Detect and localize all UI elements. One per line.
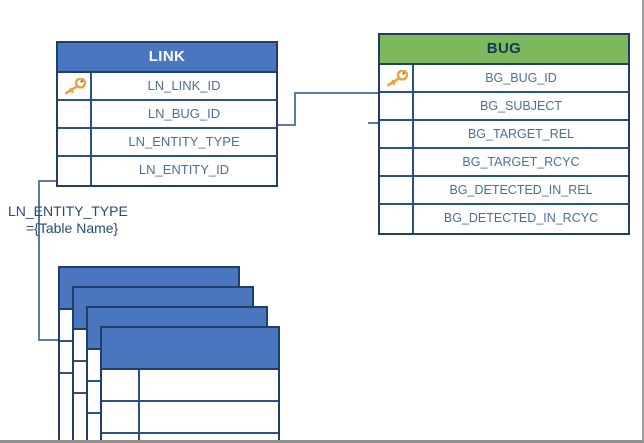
entity-title-bug: BUG (380, 35, 628, 65)
table-row[interactable]: BG_SUBJECT (380, 93, 628, 121)
key-cell-empty (380, 205, 414, 233)
field-label: LN_ENTITY_TYPE (128, 134, 240, 149)
stack-row (102, 370, 278, 402)
stacked-entity-table-1[interactable] (100, 326, 280, 440)
key-icon (65, 78, 87, 95)
connector-entity-stack-segment-1 (38, 180, 58, 182)
stack-row (102, 402, 278, 434)
stack-body-cell (140, 370, 278, 400)
connector-entity-stack-segment-3 (38, 339, 60, 341)
stack-header (102, 328, 278, 370)
connector-link-bug-segment-1 (278, 124, 296, 126)
stack-key-cell (102, 402, 140, 432)
field-label: LN_LINK_ID (147, 78, 221, 93)
primary-key-cell (58, 73, 92, 99)
field-label: BG_DETECTED_IN_REL (449, 183, 593, 197)
connector-link-bug-segment-3 (294, 92, 378, 94)
stack-body-cell (140, 402, 278, 432)
table-row[interactable]: LN_LINK_ID (58, 73, 276, 101)
stack-key-cell (102, 434, 140, 440)
annotation-entity-type: LN_ENTITY_TYPE ={Table Name} (8, 203, 128, 237)
field-label: BG_BUG_ID (485, 71, 557, 85)
field-label: LN_BUG_ID (147, 106, 221, 121)
entity-table-bug[interactable]: BUG BG_BUG_ID BG_SUBJECT BG_TARGET_REL B (378, 33, 630, 235)
connector-link-bug-segment-2 (294, 92, 296, 126)
annotation-line-2: ={Table Name} (26, 220, 119, 236)
key-cell-empty (380, 149, 414, 175)
entity-title-link: LINK (58, 43, 276, 73)
stack-row (102, 434, 278, 440)
field-label: BG_TARGET_REL (467, 127, 575, 141)
stack-body-cell (140, 434, 278, 440)
primary-key-cell (380, 65, 414, 91)
field-label: BG_TARGET_RCYC (462, 155, 580, 169)
key-cell-empty (380, 177, 414, 203)
key-cell-empty (380, 93, 414, 119)
table-row[interactable]: LN_ENTITY_TYPE (58, 129, 276, 157)
field-label: BG_DETECTED_IN_RCYC (443, 211, 599, 225)
key-cell-empty (58, 157, 92, 185)
field-label: LN_ENTITY_ID (138, 162, 230, 177)
connector-bug-stub (368, 122, 380, 124)
stack-key-cell (102, 370, 140, 400)
field-label: BG_SUBJECT (480, 99, 562, 113)
key-cell-empty (58, 129, 92, 155)
table-row[interactable]: BG_DETECTED_IN_REL (380, 177, 628, 205)
entity-table-link[interactable]: LINK LN_LINK_ID LN_BUG_ID LN_ENTITY_TYPE (56, 41, 278, 187)
annotation-line-1: LN_ENTITY_TYPE (8, 203, 128, 219)
table-row[interactable]: BG_TARGET_RCYC (380, 149, 628, 177)
table-row[interactable]: BG_DETECTED_IN_RCYC (380, 205, 628, 233)
table-row[interactable]: BG_BUG_ID (380, 65, 628, 93)
table-row[interactable]: LN_ENTITY_ID (58, 157, 276, 185)
key-icon (387, 70, 409, 87)
table-row[interactable]: BG_TARGET_REL (380, 121, 628, 149)
table-row[interactable]: LN_BUG_ID (58, 101, 276, 129)
key-cell-empty (58, 101, 92, 127)
connector-entity-stack-segment-2 (38, 180, 40, 341)
key-cell-empty (380, 121, 414, 147)
